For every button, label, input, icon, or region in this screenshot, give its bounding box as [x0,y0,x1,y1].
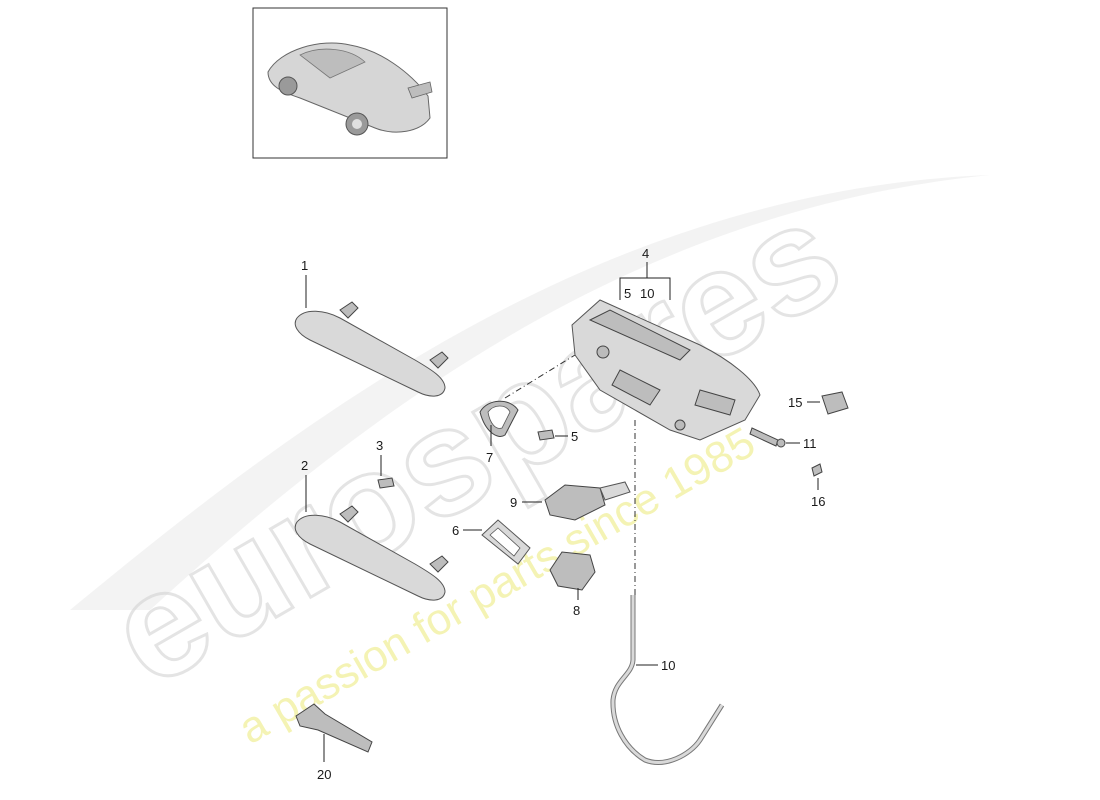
callout-4-sub-10: 10 [640,286,654,301]
callout-2: 2 [301,458,308,473]
part-6-gasket: 6 [452,519,531,565]
part-15-cap: 15 [788,391,849,415]
callout-8: 8 [573,603,580,618]
part-7-seal: 7 [479,400,519,465]
part-20-key: 20 [295,703,373,782]
part-11-bolt: 11 [749,427,817,451]
watermark-swoosh [70,175,990,610]
part-5-screw: 5 [537,429,578,444]
vehicle-thumbnail [252,7,448,159]
callout-9: 9 [510,495,517,510]
callout-5: 5 [571,429,578,444]
callout-15: 15 [788,395,802,410]
callout-6: 6 [452,523,459,538]
callout-7: 7 [486,450,493,465]
callout-11: 11 [803,436,817,451]
callout-4-sub-5: 5 [624,286,631,301]
part-10-bowden-cable: 10 [610,595,725,765]
part-3-screw: 3 [376,438,395,489]
watermark: eurospares a passion for parts since 198… [70,166,990,754]
part-1-door-handle: 1 [294,258,449,397]
callout-20: 20 [317,767,331,782]
part-8-lock-housing: 8 [549,551,596,618]
part-4-handle-carrier: 4 5 10 [571,246,761,441]
part-2-door-handle: 2 [294,458,449,601]
callout-16: 16 [811,494,825,509]
assembly-lines [504,354,636,595]
car-icon [267,42,433,136]
callout-4: 4 [642,246,649,261]
callout-10: 10 [661,658,675,673]
callout-1: 1 [301,258,308,273]
callout-3: 3 [376,438,383,453]
part-16-clip: 16 [811,463,825,509]
part-9-lock-cylinder: 9 [510,481,631,521]
